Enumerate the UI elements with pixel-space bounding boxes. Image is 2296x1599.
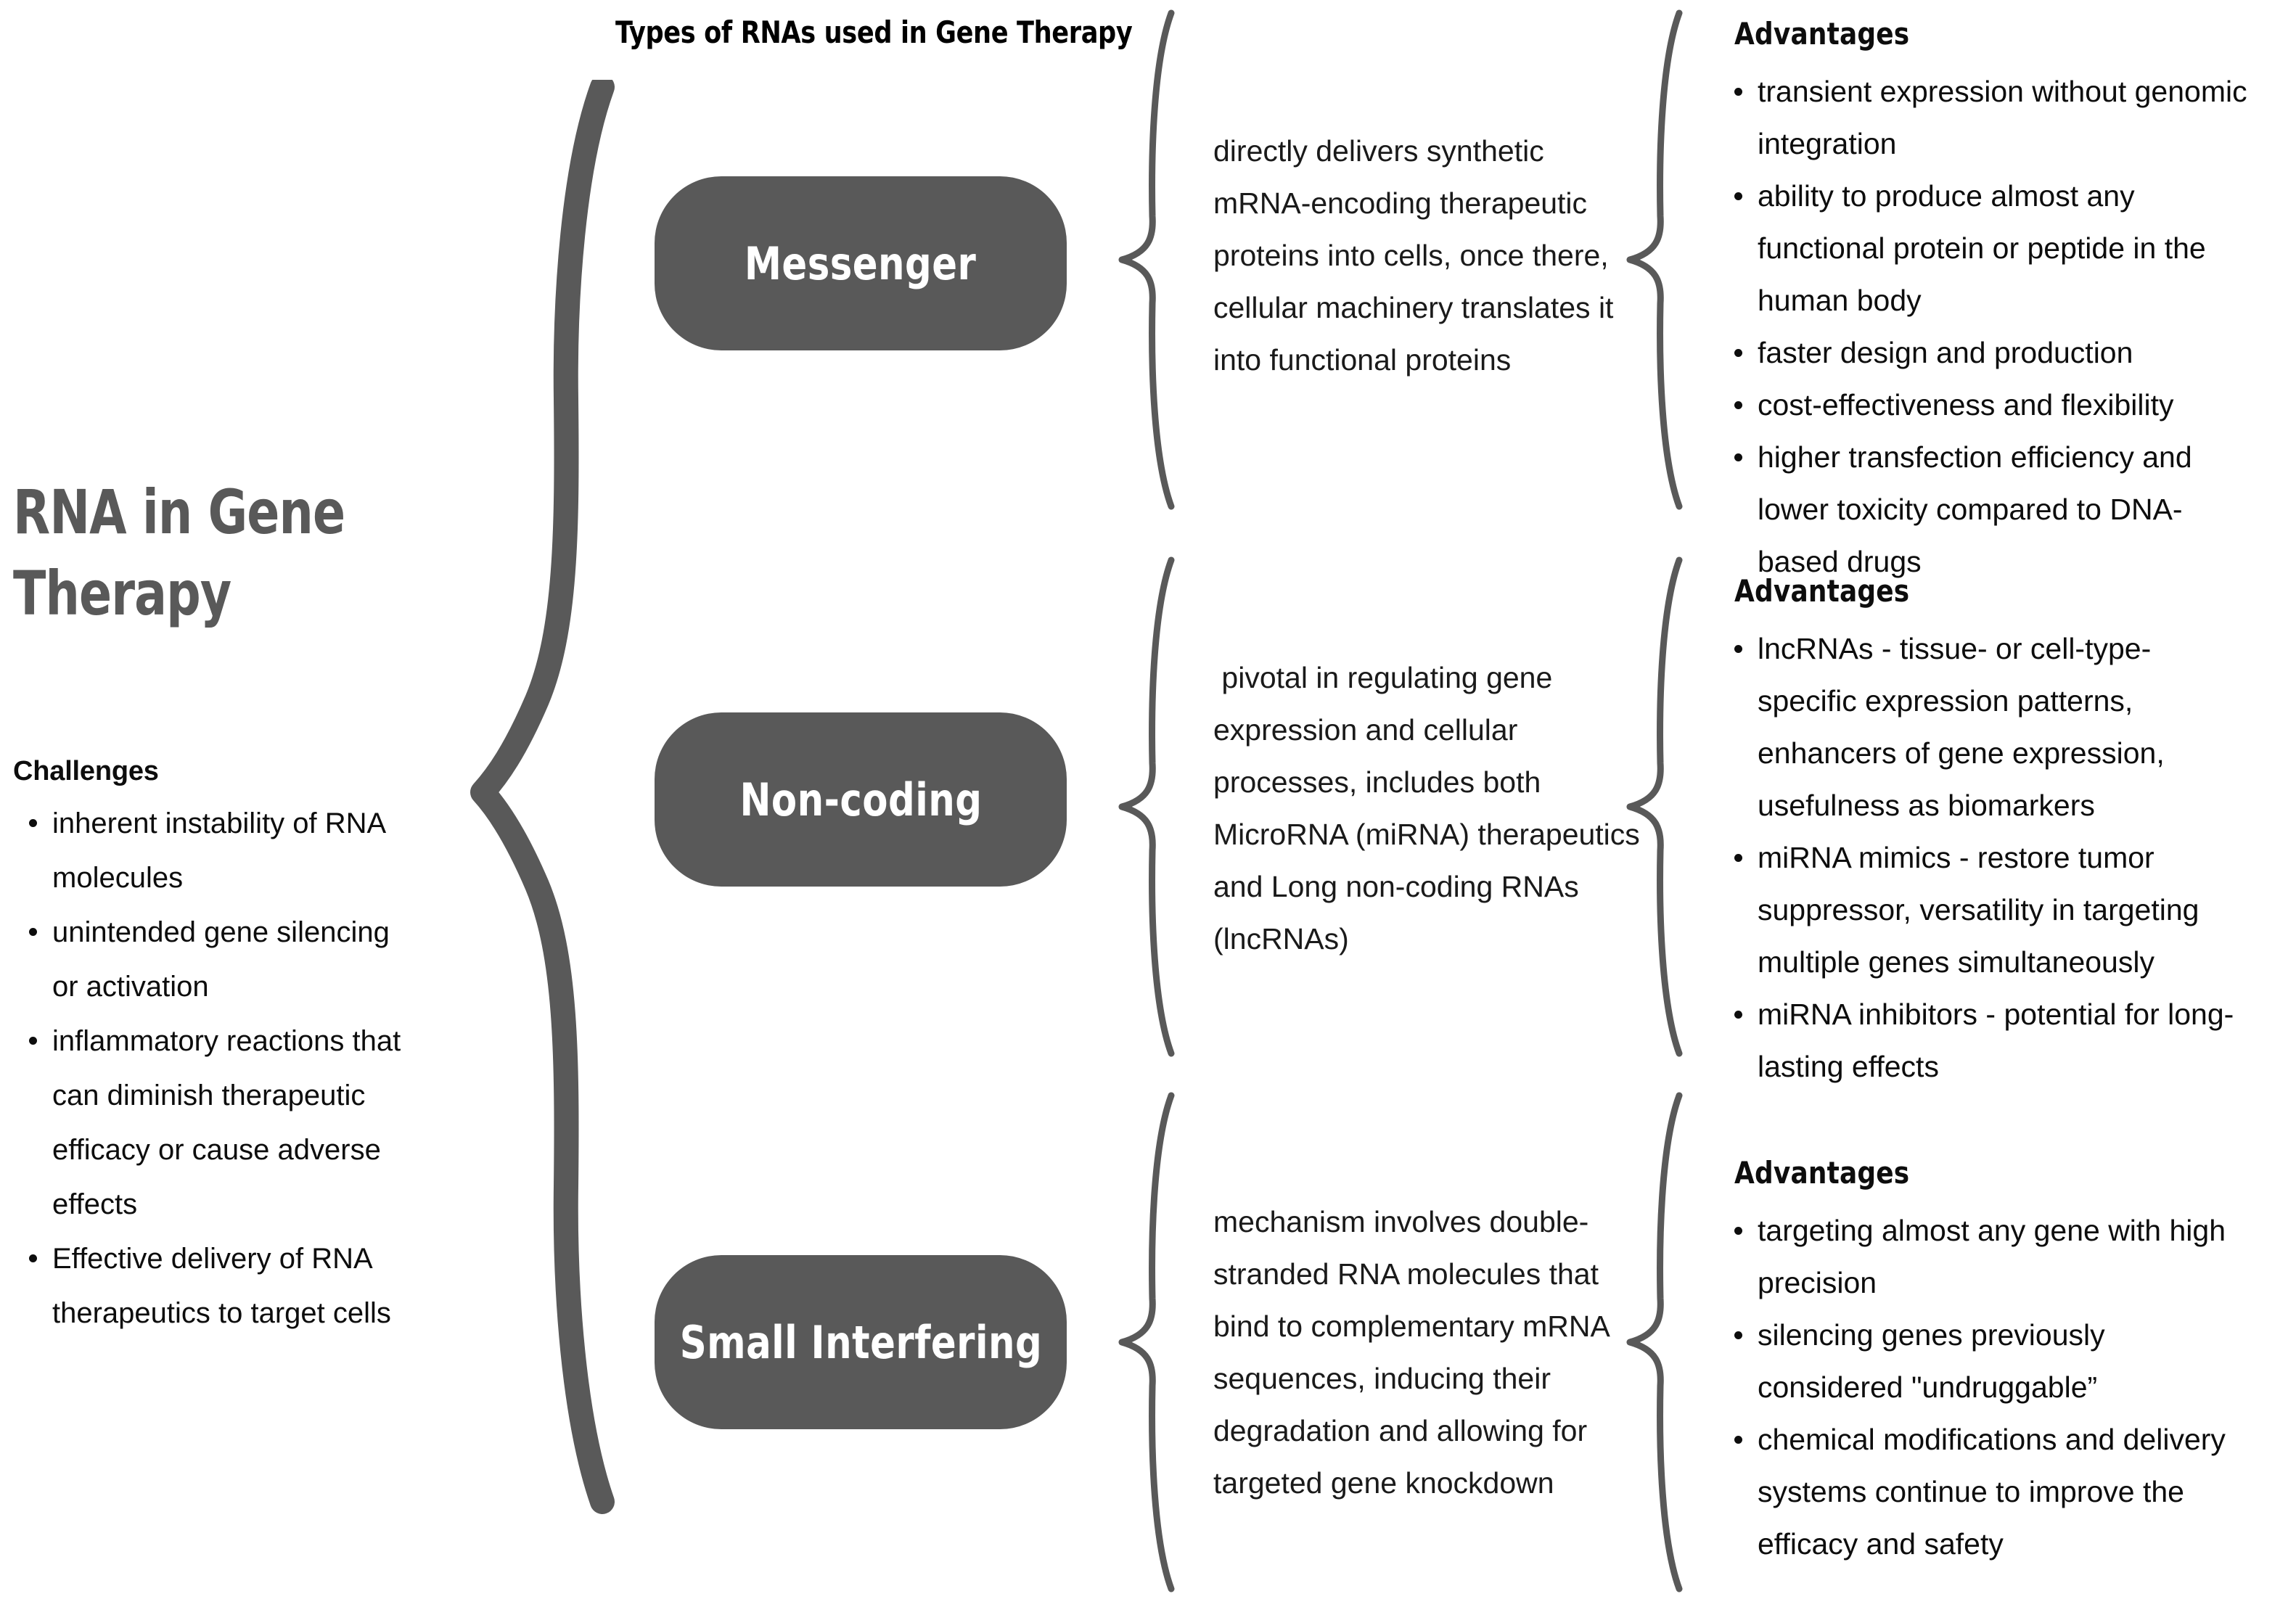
description-non-coding: pivotal in regulating gene expression an… [1213, 661, 1657, 955]
curly-brace-icon [1118, 9, 1175, 510]
advantages-heading: Advantages [1734, 16, 1910, 52]
curly-brace-icon [1626, 9, 1683, 510]
list-item: miRNA inhibitors - potential for long-la… [1718, 988, 2248, 1093]
curly-brace-icon [1118, 556, 1175, 1057]
list-item: miRNA mimics - restore tumor suppressor,… [1718, 831, 2248, 988]
description-small-interfering: mechanism involves double-stranded RNA m… [1213, 1205, 1618, 1500]
advantages-list-messenger: transient expression without genomic int… [1718, 65, 2248, 588]
list-item: unintended gene silencing or activation [13, 905, 419, 1014]
list-item: cost-effectiveness and flexibility [1718, 379, 2248, 431]
advantages-list-small-interfering: targeting almost any gene with high prec… [1718, 1204, 2248, 1570]
advantages-heading: Advantages [1734, 573, 1910, 609]
rna-type-pill-messenger[interactable]: Messenger [655, 176, 1067, 350]
list-item: higher transfection efficiency and lower… [1718, 431, 2248, 588]
list-item: inflammatory reactions that can diminish… [13, 1014, 419, 1232]
description-messenger: directly delivers synthetic mRNA-encodin… [1213, 134, 1622, 377]
list-item: inherent instability of RNA molecules [13, 797, 419, 905]
list-item: ability to produce almost any functional… [1718, 170, 2248, 326]
challenges-list: inherent instability of RNA molecules un… [13, 797, 419, 1341]
list-item: faster design and production [1718, 326, 2248, 379]
curly-brace-icon [1626, 1092, 1683, 1592]
advantages-list-non-coding: lncRNAs - tissue- or cell-type-specific … [1718, 622, 2248, 1093]
rna-type-pill-small-interfering[interactable]: Small Interfering [655, 1255, 1067, 1429]
list-item: Effective delivery of RNA therapeutics t… [13, 1232, 419, 1341]
list-item: targeting almost any gene with high prec… [1718, 1204, 2248, 1309]
pill-label: Messenger [745, 237, 977, 290]
large-curly-brace-icon [470, 80, 615, 1514]
section-header: Types of RNAs used in Gene Therapy [615, 15, 1133, 50]
list-item: transient expression without genomic int… [1718, 65, 2248, 170]
list-item: silencing genes previously considered "u… [1718, 1309, 2248, 1413]
list-item: chemical modifications and delivery syst… [1718, 1413, 2248, 1570]
curly-brace-icon [1626, 556, 1683, 1057]
list-item: lncRNAs - tissue- or cell-type-specific … [1718, 622, 2248, 831]
pill-label: Non-coding [739, 773, 982, 826]
page-title: RNA in Gene Therapy [13, 477, 345, 629]
rna-type-pill-non-coding[interactable]: Non-coding [655, 712, 1067, 887]
pill-label: Small Interfering [679, 1315, 1042, 1369]
challenges-heading: Challenges [13, 756, 159, 786]
curly-brace-icon [1118, 1092, 1175, 1592]
advantages-heading: Advantages [1734, 1155, 1910, 1191]
